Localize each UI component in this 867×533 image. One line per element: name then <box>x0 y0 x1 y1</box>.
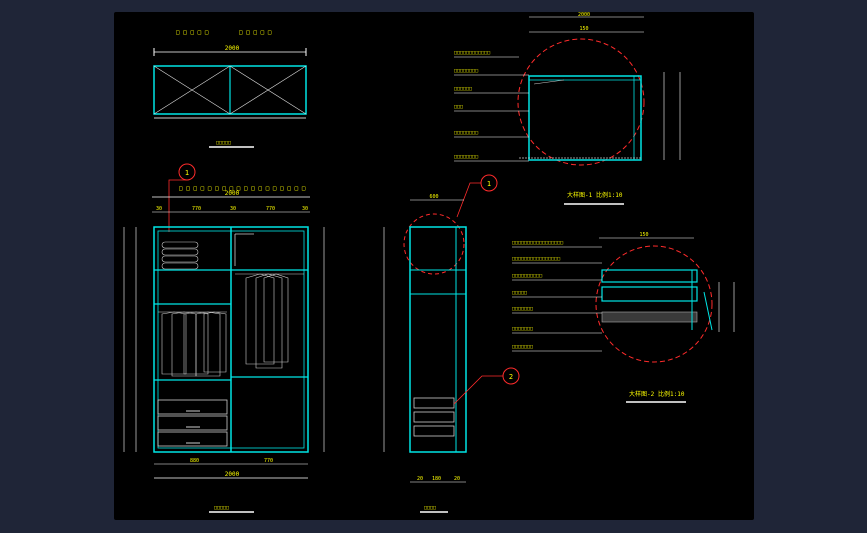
folded-clothes <box>161 241 199 270</box>
svg-text:30: 30 <box>156 206 162 212</box>
svg-text:1: 1 <box>487 180 491 188</box>
svg-text:□□□: □□□ <box>454 104 463 110</box>
detail-1-scale: 比例1:10 <box>596 191 623 199</box>
detail-2-title: 大样图-2 <box>629 390 655 398</box>
top-view-label: □ □ □ □ □ <box>176 29 209 36</box>
svg-text:□□□□□□: □□□□□□ <box>454 86 472 92</box>
detail-1-circle <box>517 38 645 166</box>
detail-2-scale: 比例1:10 <box>658 390 685 398</box>
svg-text:150: 150 <box>639 232 648 238</box>
hanging-clothes-right <box>235 273 304 369</box>
top-view: 2000 □ □ □ □ □ □ □ □ □ □ □□□□□ <box>153 29 307 148</box>
drawer-3 <box>157 431 228 447</box>
svg-text:880: 880 <box>190 458 199 464</box>
svg-text:20: 20 <box>417 476 423 482</box>
svg-text:30: 30 <box>302 206 308 212</box>
svg-text:□□□□□□□□□□: □□□□□□□□□□ <box>512 273 542 279</box>
svg-text:770: 770 <box>266 206 275 212</box>
section-view: 1 600 2 20 180 20 □□□□ <box>383 174 520 513</box>
svg-text:□□□□□□□□□□□□□□□□: □□□□□□□□□□□□□□□□ <box>512 256 560 262</box>
top-view-label-2: □ □ □ □ □ <box>239 29 272 36</box>
detail-1-annotations: □□□□□□□□□□□□ □□□□□□□□ □□□□□□ □□□ □□□□□□□… <box>454 50 490 160</box>
cad-drawing: 2000 □ □ □ □ □ □ □ □ □ □ □□□□□ 1 □ □ □ □… <box>123 12 735 513</box>
front-dim-bottom: 2000 <box>225 471 240 478</box>
svg-text:20: 20 <box>454 476 460 482</box>
svg-text:□□□□□: □□□□□ <box>512 290 527 296</box>
svg-text:□□□□□□□: □□□□□□□ <box>512 306 533 312</box>
svg-text:770: 770 <box>264 458 273 464</box>
svg-text:1: 1 <box>185 169 189 177</box>
svg-text:□□□□□□□: □□□□□□□ <box>512 326 533 332</box>
detail-2-annotations: □□□□□□□□□□□□□□□□□ □□□□□□□□□□□□□□□□ □□□□□… <box>512 240 563 350</box>
detail-2: 150 □□□□□□□□□□□□□□□□□ □□□□□□□□□□□□□□□□ □… <box>512 232 735 403</box>
detail-1-title: 大样图-1 <box>567 191 593 199</box>
svg-text:□□□□□□□□: □□□□□□□□ <box>454 154 478 160</box>
svg-text:30: 30 <box>230 206 236 212</box>
top-view-dim: 2000 <box>225 45 240 52</box>
svg-text:□□□□□□□: □□□□□□□ <box>512 344 533 350</box>
section-outline <box>409 226 467 453</box>
drawer-2 <box>157 415 228 431</box>
top-view-title: □□□□□ <box>216 140 231 146</box>
drawing-sheet: 2000 □ □ □ □ □ □ □ □ □ □ □□□□□ 1 □ □ □ □… <box>114 12 754 520</box>
svg-text:□□□□□□□□: □□□□□□□□ <box>454 68 478 74</box>
drawer-1 <box>157 399 228 415</box>
front-view-title: □□□□□ <box>214 505 229 511</box>
front-dim-top: 2000 <box>225 190 240 197</box>
svg-text:150: 150 <box>579 26 588 32</box>
svg-text:□□□□□□□□□□□□: □□□□□□□□□□□□ <box>454 50 490 56</box>
svg-text:180: 180 <box>432 476 441 482</box>
detail-1: 2000 150 □□□□□□□□□□□□ □□□□□□□□ □□□□□□ □□… <box>454 12 681 205</box>
section-view-title: □□□□ <box>424 505 436 511</box>
detail-2-circle <box>595 245 713 363</box>
svg-text:2: 2 <box>509 373 513 381</box>
svg-text:600: 600 <box>429 194 438 200</box>
front-view: 1 □ □ □ □ □ □ □ □ □ □ □ □ □ □ □ □ □ □ 20… <box>123 163 325 513</box>
svg-text:□□□□□□□□□□□□□□□□□: □□□□□□□□□□□□□□□□□ <box>512 240 563 246</box>
front-top-annotation: □ □ □ □ □ □ □ □ □ □ □ □ □ □ □ □ □ □ <box>179 185 306 192</box>
svg-text:770: 770 <box>192 206 201 212</box>
svg-text:□□□□□□□□: □□□□□□□□ <box>454 130 478 136</box>
svg-text:2000: 2000 <box>578 12 590 18</box>
hanging-clothes-left <box>158 311 227 377</box>
